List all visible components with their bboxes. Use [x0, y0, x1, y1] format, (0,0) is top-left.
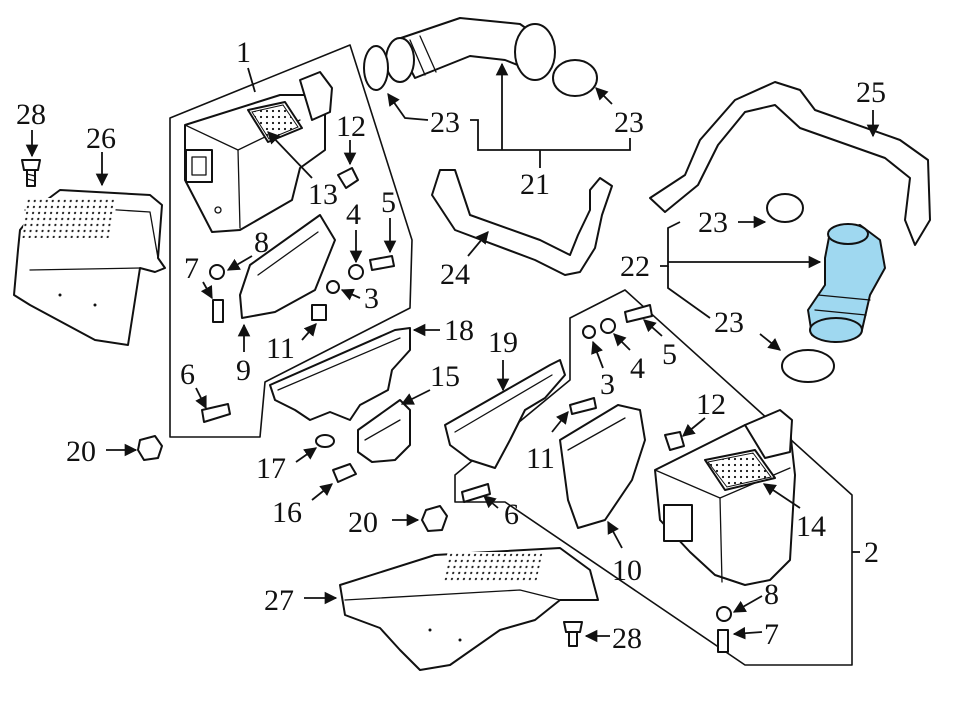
bolt-11-right: [569, 397, 597, 415]
washer-8-right: [716, 606, 732, 622]
callout-26: 26: [86, 122, 116, 155]
callout-3-right: 3: [600, 368, 615, 401]
bracket-18: [269, 327, 411, 421]
callout-24: 24: [440, 258, 470, 291]
intake-duct-21: [385, 17, 556, 83]
grommet-4-right: [600, 318, 616, 334]
bolt-28-bottom: [563, 621, 583, 647]
callout-27: 27: [264, 584, 294, 617]
leader-lines: [25, 62, 880, 643]
callout-12-left: 12: [336, 110, 366, 143]
callout-23-top-right: 23: [614, 106, 644, 139]
callout-5-left: 5: [381, 186, 396, 219]
callout-17: 17: [256, 452, 286, 485]
hose-25: [649, 81, 931, 246]
clamp-23-top-left: [363, 45, 389, 91]
bolt-11-left: [311, 304, 327, 321]
callout-5-right: 5: [662, 338, 677, 371]
callout-23-top-left: 23: [430, 106, 460, 139]
clamp-23-right-bottom: [781, 349, 835, 383]
callout-7-right: 7: [764, 618, 779, 651]
callout-25: 25: [856, 76, 886, 109]
bolt-5-left: [369, 255, 395, 271]
clip-12-left: [337, 167, 359, 189]
air-cleaner-right: [654, 409, 796, 586]
bolt-6-right: [461, 483, 491, 503]
callout-6-right: 6: [504, 498, 519, 531]
callout-2: 2: [864, 536, 879, 569]
heat-shield-left: [13, 189, 166, 346]
callout-22: 22: [620, 250, 650, 283]
callout-13: 13: [308, 178, 338, 211]
heat-shield-lower: [339, 547, 599, 671]
callout-23-right-top: 23: [698, 206, 728, 239]
bolt-5-right: [624, 304, 653, 323]
callout-28-left: 28: [16, 98, 46, 131]
bracket-9: [239, 214, 336, 319]
callout-11-left: 11: [266, 332, 295, 365]
callout-8-right: 8: [764, 578, 779, 611]
bracket-15: [357, 399, 411, 463]
callout-12-right: 12: [696, 388, 726, 421]
callout-4-right: 4: [630, 352, 645, 385]
callout-7-left: 7: [184, 252, 199, 285]
bolt-6-left: [201, 403, 231, 423]
callout-15: 15: [430, 360, 460, 393]
grommet-20-right: [421, 505, 448, 532]
clamp-23-right-top: [766, 193, 804, 223]
air-cleaner-upper: [184, 71, 333, 233]
callout-3-left: 3: [364, 282, 379, 315]
callout-10: 10: [612, 554, 642, 587]
washer-8-left: [209, 264, 225, 280]
callout-16: 16: [272, 496, 302, 529]
clip-12-right: [664, 431, 685, 451]
hose-22-highlighted: [807, 223, 886, 343]
callout-19: 19: [488, 326, 518, 359]
callout-6-left: 6: [180, 358, 195, 391]
grommet-20-left: [137, 435, 163, 461]
callout-1: 1: [236, 36, 251, 69]
callout-9: 9: [236, 354, 251, 387]
pin-7-right: [717, 629, 729, 653]
callout-20-left: 20: [66, 435, 96, 468]
washer-3-left: [326, 280, 340, 294]
nut-17: [315, 434, 335, 448]
callout-8-left: 8: [254, 226, 269, 259]
hose-24: [431, 169, 613, 276]
callout-4-left: 4: [346, 198, 361, 231]
callout-labels: 1 28 26 12 13 4 5 8 7 3 11 9 6 18 15 17 …: [16, 36, 886, 655]
clamp-23-top-right: [552, 59, 598, 97]
washer-3-right: [582, 325, 596, 339]
bracket-19: [444, 359, 566, 469]
callout-14: 14: [796, 510, 826, 543]
callout-28-bottom: 28: [612, 622, 642, 655]
callout-21: 21: [520, 168, 550, 201]
callout-11-right: 11: [526, 442, 555, 475]
callout-20-right: 20: [348, 506, 378, 539]
bolt-28-left: [21, 159, 41, 187]
callout-23-right-bottom: 23: [714, 306, 744, 339]
grommet-4-left: [348, 264, 364, 280]
bolt-16: [332, 463, 357, 483]
callout-18: 18: [444, 314, 474, 347]
pin-7-left: [212, 299, 224, 323]
group-outline-1: [169, 44, 413, 438]
bracket-10: [559, 404, 646, 529]
